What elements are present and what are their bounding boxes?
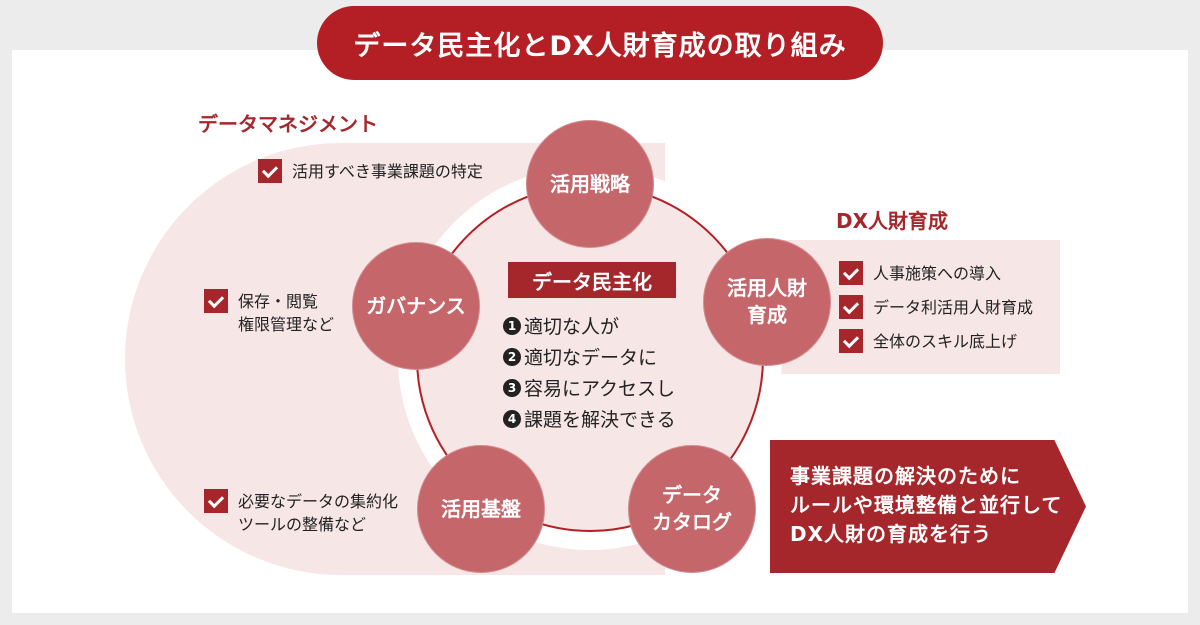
dx-item-3: 全体のスキル底上げ	[839, 329, 1017, 353]
node-strategy: 活用戦略	[526, 120, 654, 248]
summary-line: DX人財の育成を行う	[790, 522, 993, 546]
data-management-label: データマネジメント	[198, 112, 378, 136]
dm-item-1: 活用すべき事業課題の特定	[258, 159, 483, 183]
check-icon	[839, 261, 863, 285]
summary-arrow: 事業課題の解決のために ルールや環境整備と並行して DX人財の育成を行う	[770, 440, 1086, 573]
page-title: データ民主化とDX人財育成の取り組み	[317, 6, 883, 80]
dx-talent-label: DX人財育成	[836, 209, 949, 233]
node-platform: 活用基盤	[417, 445, 545, 573]
number-badge: 1	[503, 316, 521, 335]
dm-item-2: 保存・閲覧 権限管理など	[204, 289, 334, 336]
check-icon	[204, 489, 228, 513]
check-icon	[204, 289, 228, 313]
check-icon	[839, 295, 863, 319]
node-talent: 活用人財 育成	[703, 238, 831, 366]
number-badge: 4	[503, 409, 521, 428]
dx-item-2: データ利活用人財育成	[839, 295, 1033, 319]
summary-line: ルールや環境整備と並行して	[790, 493, 1063, 517]
node-governance: ガバナンス	[352, 242, 480, 370]
check-icon	[839, 329, 863, 353]
center-tag: データ民主化	[508, 262, 676, 298]
node-catalog: データ カタログ	[628, 445, 756, 573]
dm-item-3: 必要なデータの集約化 ツールの整備など	[204, 489, 398, 536]
summary-line: 事業課題の解決のために	[790, 464, 1021, 488]
number-badge: 3	[503, 378, 521, 397]
check-icon	[258, 159, 282, 183]
dx-item-1: 人事施策への導入	[839, 261, 1001, 285]
number-badge: 2	[503, 347, 521, 366]
